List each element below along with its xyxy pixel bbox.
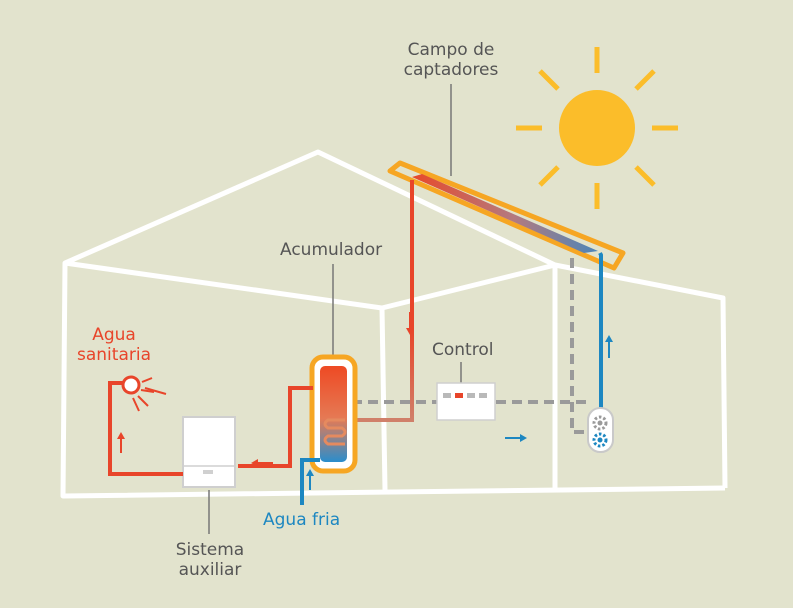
- sun-icon: [516, 47, 678, 209]
- cold-flow-arrow-right: [505, 434, 527, 442]
- accumulator-label: Acumulador: [280, 240, 383, 260]
- house-floor: [60, 262, 726, 499]
- cold-inlet-pipe: [300, 458, 320, 505]
- collector-absorber: [412, 174, 598, 253]
- shower-icon: [121, 375, 167, 412]
- house-outline: [60, 149, 728, 499]
- solar-collector: [387, 160, 626, 271]
- hot-flow-arrow-left: [251, 459, 273, 467]
- collector-label-line-1: Campo de: [407, 40, 495, 60]
- collector-hot-pipe: [345, 180, 414, 422]
- control-unit: [436, 362, 496, 421]
- interior-wall-left: [379, 307, 388, 491]
- collector-label-line-2: captadores: [403, 60, 499, 80]
- control-signal-lines: [352, 258, 590, 434]
- roof-left: [62, 149, 558, 311]
- cold-flow-arrow-up: [605, 335, 613, 358]
- hot-sanitary-pipe: [238, 386, 313, 468]
- auxiliary-boiler: [182, 416, 236, 534]
- auxiliary-label-line-2: auxiliar: [178, 560, 242, 580]
- accumulator-tank: [309, 264, 358, 474]
- shower-supply-pipe: [108, 381, 183, 476]
- hot-flow-arrow-down: [406, 312, 414, 335]
- auxiliary-system-label: Sistema auxiliar: [160, 540, 260, 580]
- cold-water-label: Agua fria: [263, 510, 341, 530]
- sanitary-label-line-1: Agua: [92, 325, 136, 345]
- pump-riser-pipe: [598, 252, 603, 425]
- gear-icon: [587, 407, 614, 453]
- collector-frame: [387, 160, 626, 271]
- sanitary-water-label: Agua sanitaria: [70, 325, 158, 365]
- shower-flow-arrow-up: [117, 432, 125, 453]
- auxiliary-label-line-1: Sistema: [175, 540, 245, 560]
- collector-field-label: Campo de captadores: [396, 40, 506, 80]
- cold-inlet-arrow-up: [306, 469, 314, 490]
- sanitary-label-line-2: sanitaria: [77, 345, 151, 365]
- control-label: Control: [432, 340, 494, 360]
- roof-right-and-side: [554, 262, 728, 489]
